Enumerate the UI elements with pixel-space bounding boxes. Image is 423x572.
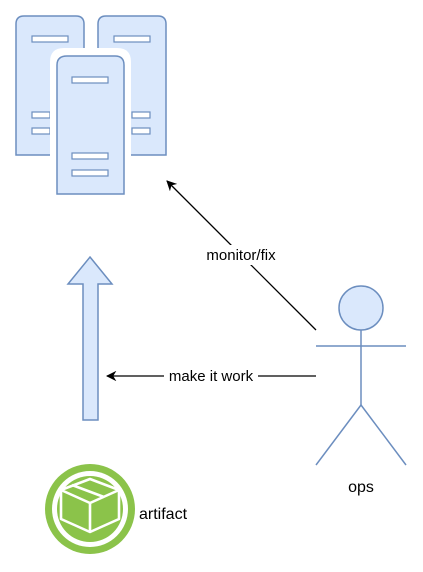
- artifact-label: artifact: [139, 506, 188, 523]
- make-it-work-label-bg: [164, 366, 258, 386]
- server-rack-icon[interactable]: [15, 15, 167, 201]
- ops-actor-icon[interactable]: [315, 285, 407, 466]
- upload-arrow-shape[interactable]: [66, 255, 114, 421]
- monitor-fix-label-bg: [201, 245, 281, 265]
- ops-label: ops: [348, 479, 374, 496]
- monitor-fix-label: monitor/fix: [206, 247, 276, 264]
- package-box-icon[interactable]: [45, 464, 135, 554]
- make-it-work-label: make it work: [169, 368, 254, 385]
